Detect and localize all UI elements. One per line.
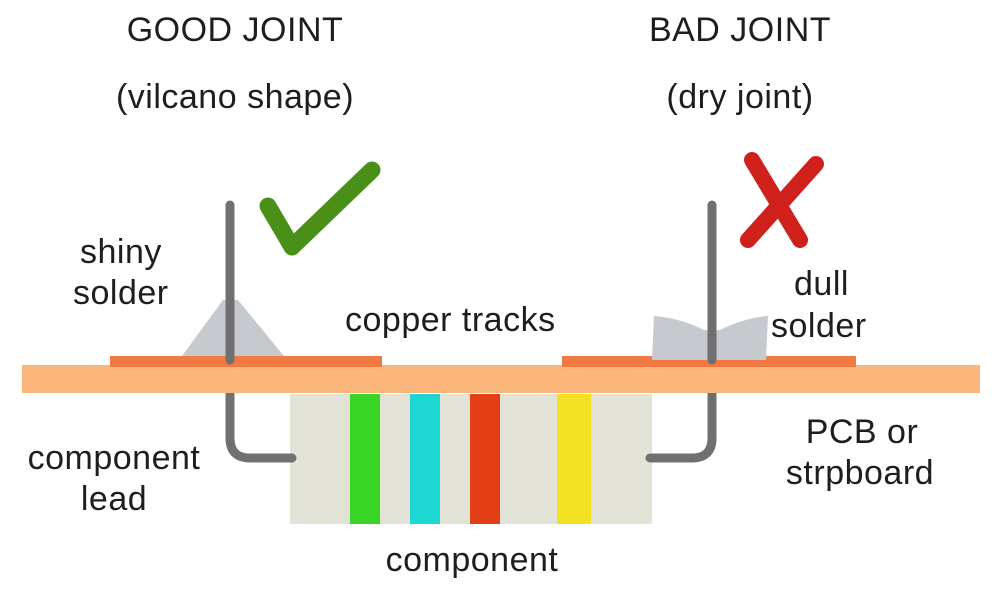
copper-tracks-label: copper tracks — [345, 301, 556, 339]
color-band-3 — [470, 394, 500, 524]
shiny-solder-label-line2: solder — [73, 274, 169, 312]
component-lead-label-line2: lead — [80, 480, 148, 518]
pcb-label-line1: PCB or — [805, 413, 919, 451]
checkmark-icon — [259, 161, 381, 256]
pcb-board — [22, 365, 980, 393]
bad-joint-title: BAD JOINT — [648, 11, 832, 49]
dull-solder-label-line1: dull — [794, 265, 849, 303]
color-band-4 — [557, 394, 591, 524]
component-label: component — [385, 541, 559, 579]
cross-icon — [740, 152, 824, 248]
bad-joint-subtitle: (dry joint) — [666, 78, 814, 116]
component-lead-left-bottom — [225, 383, 297, 463]
pcb-label-line2: strpboard — [785, 454, 935, 492]
good-joint-title: GOOD JOINT — [126, 11, 344, 49]
copper-track-left — [110, 356, 382, 367]
component-lead-label-line1: component — [27, 439, 201, 477]
color-band-2 — [410, 394, 440, 524]
dull-solder-label-line2: solder — [771, 307, 867, 345]
color-band-1 — [350, 394, 380, 524]
component-lead-right-bottom — [645, 383, 717, 463]
good-joint-subtitle: (vilcano shape) — [115, 78, 355, 116]
shiny-solder-label-line1: shiny — [80, 233, 162, 271]
